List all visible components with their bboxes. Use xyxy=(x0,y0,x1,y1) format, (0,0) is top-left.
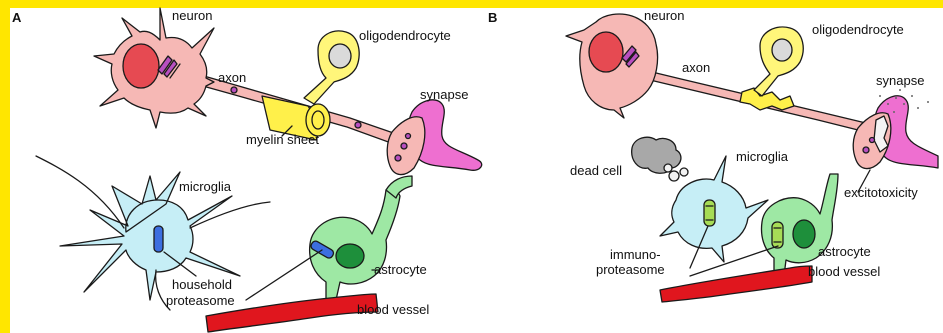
dead-cell-fragment-b1 xyxy=(669,171,679,181)
label-synapse-a: synapse xyxy=(420,88,468,102)
label-oligodendrocyte-b: oligodendrocyte xyxy=(812,23,904,37)
dead-cell-fragment-b3 xyxy=(664,164,672,172)
label-proteasome-b: proteasome xyxy=(596,263,665,277)
label-neuron-a: neuron xyxy=(172,9,212,23)
pointer-proteasome-a xyxy=(246,250,322,300)
synaptic-vesicle-a2 xyxy=(395,155,401,161)
label-axon-b: axon xyxy=(682,61,710,75)
household-proteasome-a xyxy=(154,226,163,252)
oligodendrocyte-nucleus-a xyxy=(329,44,351,68)
nucleus-b xyxy=(589,32,623,72)
synaptic-vesicle-a1 xyxy=(401,143,407,149)
synaptic-vesicle-b1 xyxy=(863,147,869,153)
astrocyte-nucleus-b xyxy=(793,220,815,248)
label-proteasome-a: proteasome xyxy=(166,294,235,308)
label-microglia-b: microglia xyxy=(736,150,788,164)
panel-a-illustration xyxy=(36,8,482,332)
dead-cell-b xyxy=(632,137,681,173)
label-household-a: household xyxy=(172,278,232,292)
myelin-fragments-b xyxy=(740,88,794,110)
dead-cell-fragment-b2 xyxy=(680,168,688,176)
immunoproteasome-microglia-b xyxy=(704,200,715,226)
label-microglia-a: microglia xyxy=(179,180,231,194)
oligodendrocyte-cell-b xyxy=(754,27,803,96)
microglia-process-a2 xyxy=(36,156,124,228)
label-blood-vessel-b: blood vessel xyxy=(808,265,880,279)
synaptic-vesicle-a3 xyxy=(406,134,411,139)
label-blood-vessel-a: blood vessel xyxy=(357,303,429,317)
label-axon-a: axon xyxy=(218,71,246,85)
label-synapse-b: synapse xyxy=(876,74,924,88)
blood-vessel-b xyxy=(660,266,812,302)
label-oligodendrocyte-a: oligodendrocyte xyxy=(359,29,451,43)
oligodendrocyte-cell-a xyxy=(304,31,359,104)
immunoproteasome-astrocyte-b xyxy=(772,222,783,248)
label-astrocyte-a: astrocyte xyxy=(374,263,427,277)
astrocyte-nucleus-a xyxy=(336,244,364,268)
label-excitotoxicity-b: excitotoxicity xyxy=(844,186,918,200)
synaptic-vesicle-b2 xyxy=(870,138,875,143)
axon-vesicle-a2 xyxy=(355,122,361,128)
panel-label-a: A xyxy=(12,10,21,25)
oligodendrocyte-nucleus-b xyxy=(772,39,792,61)
axon-vesicle-a xyxy=(231,87,237,93)
panel-label-b: B xyxy=(488,10,497,25)
label-myelin-sheet-a: myelin sheet xyxy=(246,133,319,147)
label-dead-cell-b: dead cell xyxy=(570,164,622,178)
label-astrocyte-b: astrocyte xyxy=(818,245,871,259)
label-neuron-b: neuron xyxy=(644,9,684,23)
nucleus-a xyxy=(123,44,159,88)
label-immuno-b: immuno- xyxy=(610,248,661,262)
